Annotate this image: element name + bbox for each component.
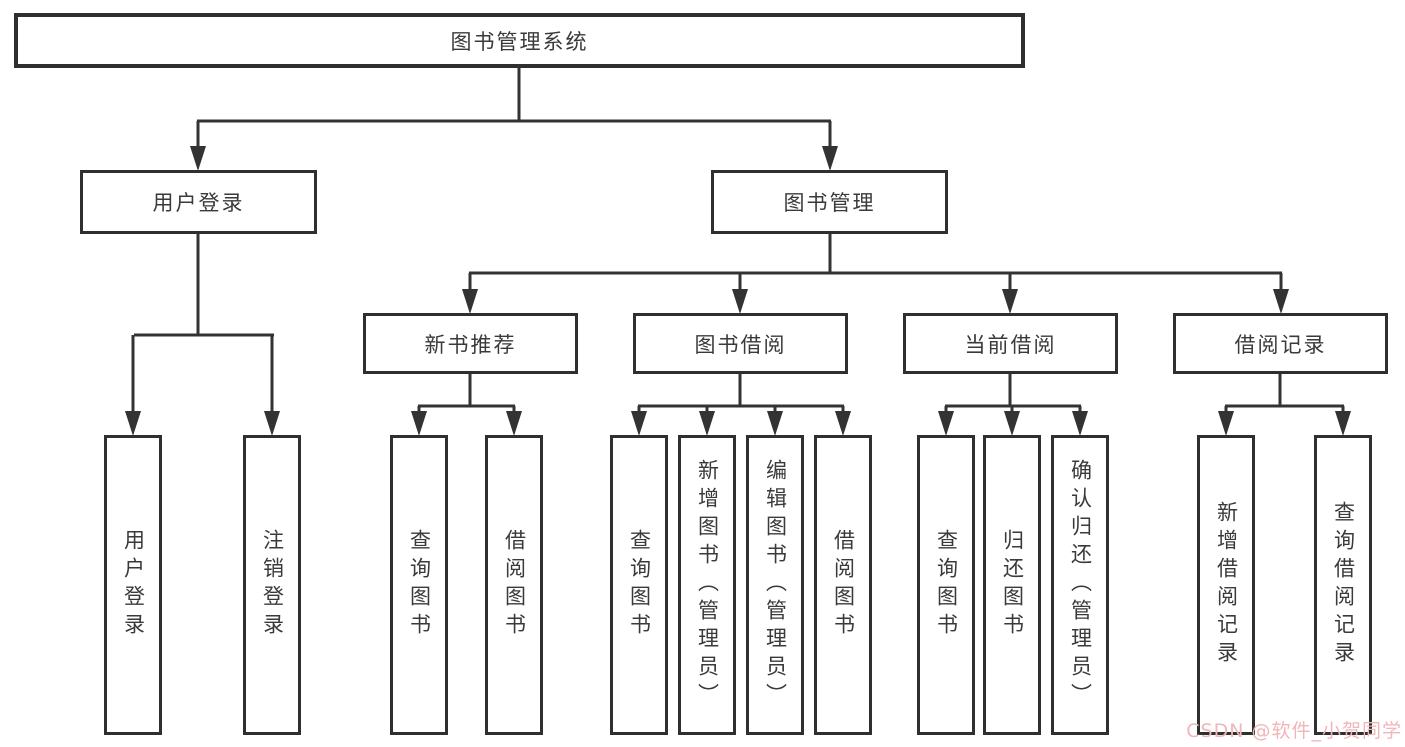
node-label: 用户登录 — [152, 191, 245, 215]
leaf-label: 查询图书 — [627, 529, 652, 641]
leaf-label: 注销登录 — [260, 529, 285, 641]
leaf-add-book-admin: 新增图书（管理员） — [678, 435, 736, 735]
leaf-add-borrow-record: 新增借阅记录 — [1197, 435, 1255, 735]
leaf-edit-book-admin: 编辑图书（管理员） — [746, 435, 804, 735]
leaf-query-books-borrowing: 查询图书 — [610, 435, 668, 735]
leaf-label: 查询图书 — [934, 529, 959, 641]
leaf-user-login: 用户登录 — [104, 435, 162, 735]
node-book-borrowing: 图书借阅 — [633, 313, 848, 374]
leaf-label: 用户登录 — [121, 529, 146, 641]
node-borrowing-records: 借阅记录 — [1173, 313, 1388, 374]
node-user-login: 用户登录 — [80, 170, 317, 234]
leaf-label: 借阅图书 — [831, 529, 856, 641]
csdn-watermark: CSDN @软件_小贺同学 — [1186, 720, 1402, 742]
leaf-return-books: 归还图书 — [983, 435, 1041, 735]
node-label: 图书借阅 — [694, 332, 787, 357]
node-label: 借阅记录 — [1234, 332, 1327, 357]
leaf-label: 归还图书 — [1000, 529, 1025, 641]
leaf-label: 确认归还（管理员） — [1068, 459, 1093, 711]
node-label: 图书管理系统 — [450, 29, 589, 54]
leaf-label: 查询图书 — [407, 529, 432, 641]
node-library-management-system: 图书管理系统 — [14, 13, 1025, 68]
leaf-query-books-current: 查询图书 — [917, 435, 975, 735]
node-current-borrowing: 当前借阅 — [903, 313, 1118, 374]
leaf-query-books-recommend: 查询图书 — [390, 435, 448, 735]
leaf-query-borrow-record: 查询借阅记录 — [1314, 435, 1372, 735]
node-label: 图书管理 — [783, 191, 876, 215]
node-label: 新书推荐 — [424, 332, 517, 357]
leaf-borrow-books-borrowing: 借阅图书 — [814, 435, 872, 735]
leaf-label: 编辑图书（管理员） — [763, 459, 788, 711]
leaf-label: 借阅图书 — [502, 529, 527, 641]
node-new-book-recommendation: 新书推荐 — [363, 313, 578, 374]
leaf-label: 新增图书（管理员） — [695, 459, 720, 711]
leaf-logout: 注销登录 — [243, 435, 301, 735]
leaf-borrow-books-recommend: 借阅图书 — [485, 435, 543, 735]
leaf-confirm-return-admin: 确认归还（管理员） — [1051, 435, 1109, 735]
node-book-management: 图书管理 — [711, 170, 948, 234]
node-label: 当前借阅 — [964, 332, 1057, 357]
leaf-label: 查询借阅记录 — [1331, 501, 1356, 669]
leaf-label: 新增借阅记录 — [1214, 501, 1239, 669]
